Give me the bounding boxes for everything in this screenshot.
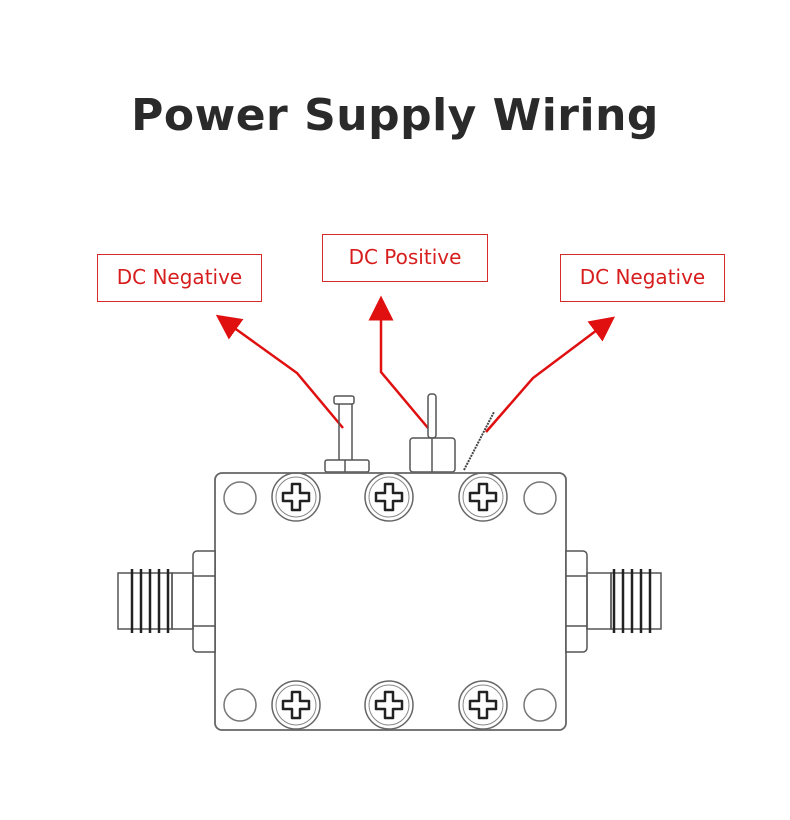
arrow-dc-negative-right <box>485 316 615 433</box>
arrow-dc-negative-left <box>215 314 344 429</box>
sma-connector-right <box>565 550 662 653</box>
dc-positive-pin <box>409 393 456 473</box>
label-dc-negative-right: DC Negative <box>560 254 725 302</box>
dc-negative-wire-right <box>463 411 495 471</box>
label-dc-positive: DC Positive <box>322 234 488 282</box>
sma-connector-left <box>117 550 216 653</box>
diagram-title: Power Supply Wiring <box>131 90 659 141</box>
arrow-dc-positive <box>368 295 429 429</box>
dc-negative-pin-left <box>324 395 370 473</box>
label-dc-negative-left: DC Negative <box>97 254 262 302</box>
